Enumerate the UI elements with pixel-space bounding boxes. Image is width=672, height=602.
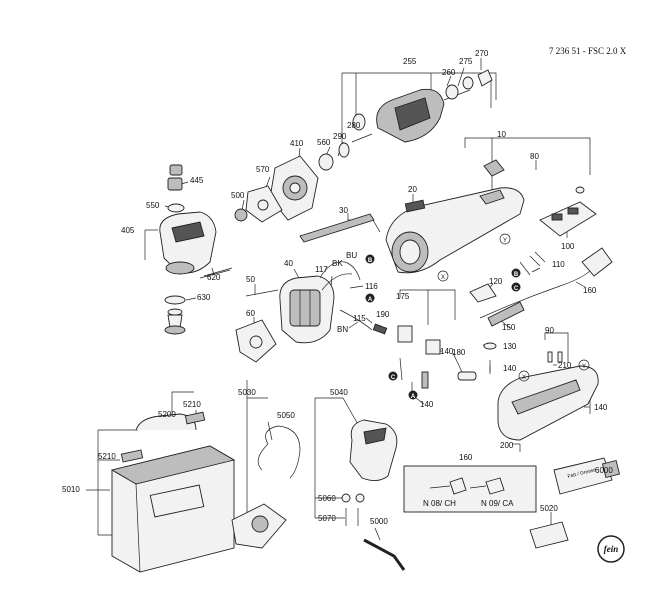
part-label: 210: [558, 361, 572, 370]
part-label: 405: [121, 226, 135, 235]
part-label: 570: [256, 165, 270, 174]
plug-variants: [403, 465, 537, 513]
hex-key: [363, 538, 406, 571]
marker-B2: B: [514, 272, 519, 278]
document-number: 7 236 51 - FSC 2.0 X: [549, 46, 627, 56]
grease-tube: [529, 457, 621, 549]
part-label: 110: [552, 260, 565, 269]
part-label: BU: [346, 251, 357, 260]
part-label: 90: [545, 326, 554, 335]
marker-Y2: Y: [582, 364, 586, 370]
part-label: 115: [353, 314, 366, 323]
part-label: 120: [489, 277, 503, 286]
part-label: 560: [317, 138, 331, 147]
marker-A: A: [368, 297, 373, 303]
part-label: 445: [190, 176, 204, 185]
part-label: 200: [500, 441, 514, 450]
brush-holders: [397, 325, 477, 398]
part-label: 500: [231, 191, 245, 200]
part-label: 6000: [595, 466, 613, 475]
stator: [203, 213, 375, 363]
part-label: 140: [594, 403, 608, 412]
part-label: 5060: [318, 494, 336, 503]
part-label: 5020: [540, 504, 558, 513]
lower-housing: [497, 351, 599, 452]
logo-text: fein: [604, 544, 619, 554]
part-label: 410: [290, 139, 304, 148]
gear-head: [159, 164, 231, 335]
wiring: [319, 261, 388, 335]
marker-C: C: [514, 286, 519, 292]
part-label: 117: [315, 265, 328, 274]
motor-housing: [385, 187, 525, 274]
part-label: 5040: [330, 388, 348, 397]
part-label: 10: [497, 130, 506, 139]
bearing-flange: [234, 155, 319, 223]
part-label: 620: [207, 273, 221, 282]
part-label: 130: [503, 342, 517, 351]
carry-case: [110, 411, 236, 573]
part-label: 5030: [238, 388, 256, 397]
marker-B: B: [368, 258, 373, 264]
marker-Y: Y: [503, 238, 507, 244]
auxiliary-handle: [341, 419, 398, 526]
part-label: N 08/ CH: [423, 499, 456, 508]
part-label: 140: [503, 364, 517, 373]
part-label: 140: [420, 400, 434, 409]
part-label: 160: [459, 453, 473, 462]
part-label: 5210: [183, 400, 201, 409]
part-label: 20: [408, 185, 417, 194]
part-label: 5210: [98, 452, 116, 461]
part-label: 290: [333, 132, 347, 141]
part-label: 275: [459, 57, 473, 66]
switch-cover: [483, 159, 597, 237]
part-label: 255: [403, 57, 417, 66]
marker-A2: A: [411, 394, 416, 400]
marker-X2: X: [522, 375, 526, 381]
part-label: 30: [339, 206, 348, 215]
part-label: 5200: [158, 410, 176, 419]
part-label: 50: [246, 275, 255, 284]
part-label: 190: [376, 310, 390, 319]
part-labels: 255 275 270 260 280 290 560 410 445 570 …: [62, 49, 613, 526]
part-label: 270: [475, 49, 489, 58]
markers: B A B C C A Y X X Y: [365, 233, 590, 400]
part-label: BK: [332, 259, 343, 268]
armature-assembly: [318, 69, 493, 171]
depth-guide: [231, 425, 301, 549]
part-label: 100: [561, 242, 575, 251]
power-cable: [469, 247, 613, 372]
part-label: 180: [452, 348, 466, 357]
part-label: 116: [365, 282, 378, 291]
part-label: 160: [583, 286, 597, 295]
part-label: 5000: [370, 517, 388, 526]
part-label: BN: [337, 325, 348, 334]
part-label: 260: [442, 68, 456, 77]
part-label: 140: [440, 347, 454, 356]
marker-X: X: [441, 275, 445, 281]
part-label: 5050: [277, 411, 295, 420]
fein-logo: fein: [597, 535, 625, 563]
part-label: 630: [197, 293, 211, 302]
part-label: 40: [284, 259, 293, 268]
part-label: 5010: [62, 485, 80, 494]
part-label: 280: [347, 121, 361, 130]
marker-C2: C: [391, 375, 396, 381]
part-label: 175: [396, 292, 410, 301]
part-label: N 09/ CA: [481, 499, 514, 508]
part-label: 150: [502, 323, 516, 332]
part-label: 60: [246, 309, 255, 318]
part-label: 5070: [318, 514, 336, 523]
part-label: 550: [146, 201, 160, 210]
part-label: 80: [530, 152, 539, 161]
